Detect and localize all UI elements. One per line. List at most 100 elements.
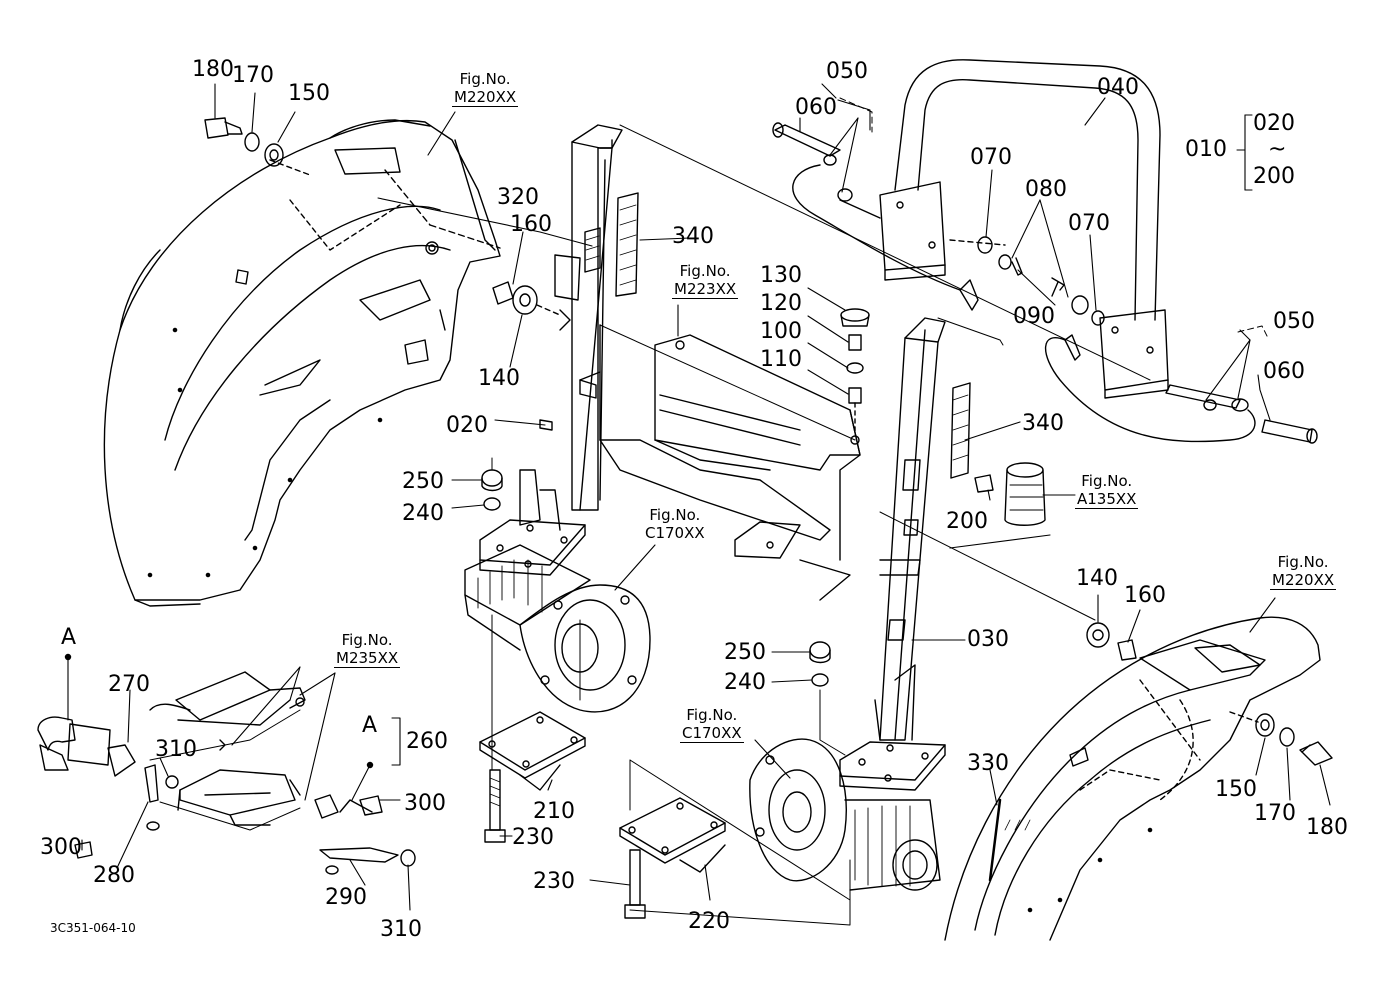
fig-ref-a135xx: Fig.No. A135XX <box>1075 472 1139 509</box>
fig-ref-prefix: Fig.No. <box>686 706 738 724</box>
callout-020: 020 <box>446 413 488 438</box>
left-rops-post-drawing <box>479 124 623 576</box>
callout-100: 100 <box>760 319 802 344</box>
detail-marker-a: A <box>61 625 77 650</box>
callout-030: 030 <box>967 627 1009 652</box>
right-spacer-drawing <box>1086 622 1137 661</box>
fig-ref-code: M220XX <box>1270 571 1337 590</box>
callout-140: 140 <box>478 366 520 391</box>
callout-310: 310 <box>380 917 422 942</box>
detail-marker-a: A <box>362 713 378 738</box>
callout-240: 240 <box>402 501 444 526</box>
callout-330: 330 <box>967 751 1009 776</box>
callout-170: 170 <box>1254 801 1296 826</box>
callout-200-range: 200 <box>1253 164 1295 189</box>
callout-130: 130 <box>760 263 802 288</box>
callout-290: 290 <box>325 885 367 910</box>
callout-080: 080 <box>1025 177 1067 202</box>
callout-140: 140 <box>1076 566 1118 591</box>
callout-220: 220 <box>688 909 730 934</box>
callout-180: 180 <box>192 57 234 82</box>
callout-110: 110 <box>760 347 802 372</box>
callout-340: 340 <box>672 224 714 249</box>
callout-010: 010 <box>1185 137 1227 162</box>
washers-right-drawing <box>809 641 831 687</box>
switch-assembly-drawing <box>37 653 416 875</box>
document-id: 3C351-064-10 <box>50 921 136 935</box>
fig-ref-m220xx-left: Fig.No. M220XX <box>452 70 519 107</box>
callout-060: 060 <box>1263 359 1305 384</box>
fig-ref-code: A135XX <box>1075 490 1139 509</box>
callout-300: 300 <box>404 791 446 816</box>
callout-200: 200 <box>946 509 988 534</box>
center-bolts-drawing <box>840 308 870 436</box>
left-decal-drawing <box>584 192 639 297</box>
callout-070: 070 <box>970 145 1012 170</box>
left-fender-drawing <box>103 119 501 607</box>
callout-240: 240 <box>724 670 766 695</box>
fig-ref-prefix: Fig.No. <box>1081 472 1133 490</box>
fig-ref-prefix: Fig.No. <box>341 631 393 649</box>
washers-left-drawing <box>481 469 503 511</box>
fig-ref-prefix: Fig.No. <box>459 70 511 88</box>
fig-ref-c170xx-right: Fig.No. C170XX <box>680 706 744 743</box>
fig-ref-m235xx: Fig.No. M235XX <box>334 631 401 668</box>
arch-pin-right-drawing <box>1044 334 1318 444</box>
left-fender-bolt-drawing <box>204 117 311 176</box>
fig-ref-m223xx: Fig.No. M223XX <box>672 262 739 299</box>
callout-160: 160 <box>510 212 552 237</box>
bolt-230a-drawing <box>484 769 506 843</box>
plate-210-drawing <box>479 711 586 791</box>
fig-ref-prefix: Fig.No. <box>1277 553 1329 571</box>
right-decal-drawing <box>950 382 971 479</box>
fig-ref-code: M223XX <box>672 280 739 299</box>
callout-160: 160 <box>1124 583 1166 608</box>
arch-hardware-drawing <box>977 236 1105 326</box>
leader-lines <box>67 83 1331 911</box>
callout-230: 230 <box>512 825 554 850</box>
callout-320: 320 <box>497 185 539 210</box>
callout-090: 090 <box>1013 304 1055 329</box>
center-plate-drawing <box>579 324 861 601</box>
fig-ref-code: M220XX <box>452 88 519 107</box>
canister-drawing <box>974 462 1046 526</box>
callout-070: 070 <box>1068 211 1110 236</box>
arch-pin-left-drawing <box>772 122 1006 311</box>
callout-230: 230 <box>533 869 575 894</box>
fig-ref-prefix: Fig.No. <box>679 262 731 280</box>
fig-ref-code: M235XX <box>334 649 401 668</box>
right-axle-housing-drawing <box>749 738 941 891</box>
callout-170: 170 <box>232 63 274 88</box>
callout-260: 260 <box>406 729 448 754</box>
left-axle-housing-drawing <box>464 544 651 713</box>
fig-ref-c170xx-left: Fig.No. C170XX <box>643 506 707 542</box>
callout-210: 210 <box>533 799 575 824</box>
rops-arch-drawing <box>879 59 1169 399</box>
callout-050: 050 <box>826 59 868 84</box>
callout-120: 120 <box>760 291 802 316</box>
callout-150: 150 <box>288 81 330 106</box>
left-spacer-drawing <box>492 281 561 316</box>
fig-ref-prefix: Fig.No. <box>649 506 701 524</box>
callout-180: 180 <box>1306 815 1348 840</box>
right-fender-drawing <box>944 616 1321 941</box>
callout-040: 040 <box>1097 75 1139 100</box>
callout-150: 150 <box>1215 777 1257 802</box>
callout-340: 340 <box>1022 411 1064 436</box>
right-rops-post-drawing <box>839 317 946 791</box>
plate-220-drawing <box>619 797 726 873</box>
callout-060: 060 <box>795 95 837 120</box>
callout-range-tilde: ~ <box>1268 137 1287 162</box>
right-fender-bolt-drawing <box>1229 711 1333 766</box>
reference-lines <box>149 97 1269 926</box>
bolt-230b-drawing <box>624 849 646 919</box>
callout-270: 270 <box>108 672 150 697</box>
callout-300: 300 <box>40 835 82 860</box>
callout-310: 310 <box>155 737 197 762</box>
fig-ref-code: C170XX <box>645 524 705 542</box>
fig-ref-code: C170XX <box>680 724 744 743</box>
callout-050: 050 <box>1273 309 1315 334</box>
callout-020-range: 020 <box>1253 111 1295 136</box>
callout-250: 250 <box>402 469 444 494</box>
